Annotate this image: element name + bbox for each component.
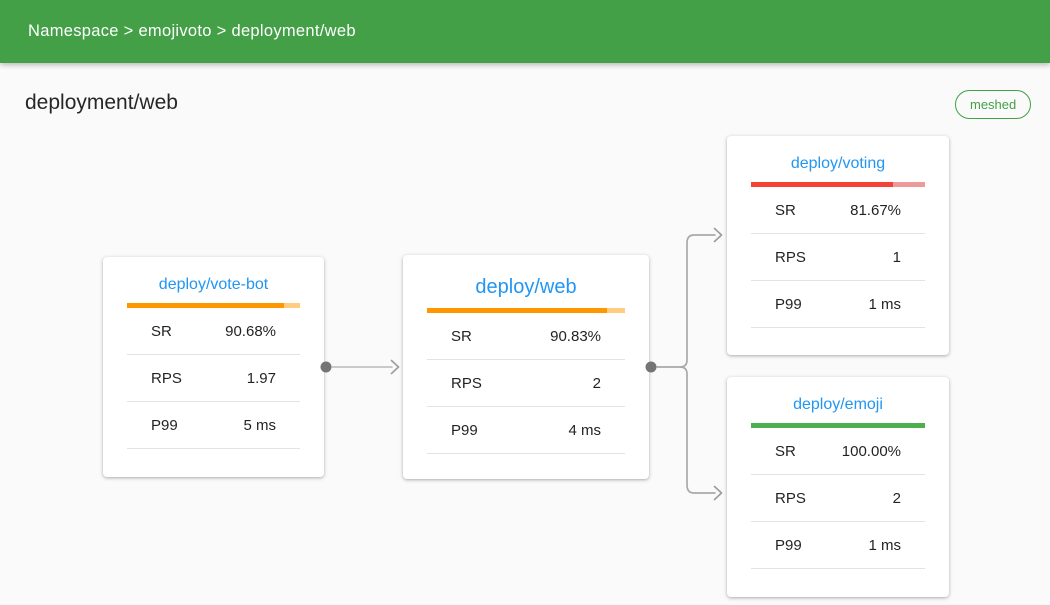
stat-value: 4 ms (568, 421, 601, 439)
stat-value: 100.00% (841, 442, 901, 460)
deployment-link-web[interactable]: deploy/web (475, 276, 577, 298)
stat-row-rps: RPS 1 (751, 234, 925, 281)
app-bar: Namespace > emojivoto > deployment/web (0, 0, 1050, 63)
stat-label: SR (151, 322, 172, 340)
stat-row-sr: SR 81.67% (751, 187, 925, 234)
arrowhead-icon (390, 359, 400, 375)
stat-value: 90.68% (225, 322, 276, 340)
arrowhead-icon (713, 485, 723, 501)
edge-line (656, 234, 716, 368)
breadcrumb[interactable]: Namespace > emojivoto > deployment/web (28, 22, 356, 40)
success-rate-bar (427, 308, 625, 313)
stat-row-p99: P99 5 ms (127, 402, 300, 449)
stat-label: SR (775, 442, 796, 460)
success-rate-bar-fill (427, 308, 607, 313)
deployment-link-emoji[interactable]: deploy/emoji (793, 396, 883, 413)
stat-label: P99 (775, 536, 802, 554)
stats-table: SR 100.00% RPS 2 P99 1 ms (751, 428, 925, 569)
stat-value: 2 (592, 374, 601, 392)
stat-row-p99: P99 1 ms (751, 522, 925, 569)
stat-label: SR (775, 201, 796, 219)
success-rate-bar (751, 423, 925, 428)
stat-row-p99: P99 1 ms (751, 281, 925, 328)
arrowhead-icon (713, 227, 723, 243)
deployment-card-emoji: deploy/emoji SR 100.00% RPS 2 P99 1 ms (727, 377, 949, 597)
stat-value: 1 (892, 248, 901, 266)
stat-label: P99 (451, 421, 478, 439)
stat-row-rps: RPS 2 (751, 475, 925, 522)
success-rate-bar (127, 303, 300, 308)
edge-web-to-voting (645, 227, 723, 373)
edge-web-to-emoji (679, 366, 723, 501)
stat-label: RPS (151, 369, 182, 387)
deployment-card-voting: deploy/voting SR 81.67% RPS 1 P99 1 ms (727, 136, 949, 355)
deployment-card-vote-bot: deploy/vote-bot SR 90.68% RPS 1.97 P99 5… (103, 257, 324, 477)
stat-label: RPS (451, 374, 482, 392)
stat-value: 81.67% (850, 201, 901, 219)
deployment-link-voting[interactable]: deploy/voting (790, 155, 886, 172)
stat-value: 2 (892, 489, 901, 507)
stat-row-rps: RPS 2 (427, 360, 625, 407)
stat-label: RPS (775, 489, 806, 507)
stat-label: P99 (151, 416, 178, 434)
success-rate-bar-fill (751, 423, 925, 428)
edge-vote-bot-to-web (320, 359, 400, 375)
success-rate-bar-fill (751, 182, 894, 187)
stats-table: SR 81.67% RPS 1 P99 1 ms (751, 187, 925, 328)
edge-line (679, 366, 716, 494)
stat-value: 1 ms (868, 536, 901, 554)
deployment-link-vote-bot[interactable]: deploy/vote-bot (158, 276, 269, 293)
stat-value: 90.83% (550, 327, 601, 345)
stat-row-sr: SR 100.00% (751, 428, 925, 475)
stat-label: P99 (775, 295, 802, 313)
stat-row-sr: SR 90.83% (427, 313, 625, 360)
page-title: deployment/web (25, 91, 178, 114)
stats-table: SR 90.68% RPS 1.97 P99 5 ms (127, 308, 300, 449)
deployment-card-web: deploy/web SR 90.83% RPS 2 P99 4 ms (403, 255, 649, 479)
stat-row-rps: RPS 1.97 (127, 355, 300, 402)
stat-row-sr: SR 90.68% (127, 308, 300, 355)
stat-value: 1 ms (868, 295, 901, 313)
success-rate-bar (751, 182, 925, 187)
success-rate-bar-fill (127, 303, 284, 308)
stat-label: RPS (775, 248, 806, 266)
stats-table: SR 90.83% RPS 2 P99 4 ms (427, 313, 625, 454)
stat-value: 1.97 (246, 369, 276, 387)
stat-row-p99: P99 4 ms (427, 407, 625, 454)
stat-label: SR (451, 327, 472, 345)
meshed-badge: meshed (955, 90, 1032, 119)
stat-value: 5 ms (243, 416, 276, 434)
